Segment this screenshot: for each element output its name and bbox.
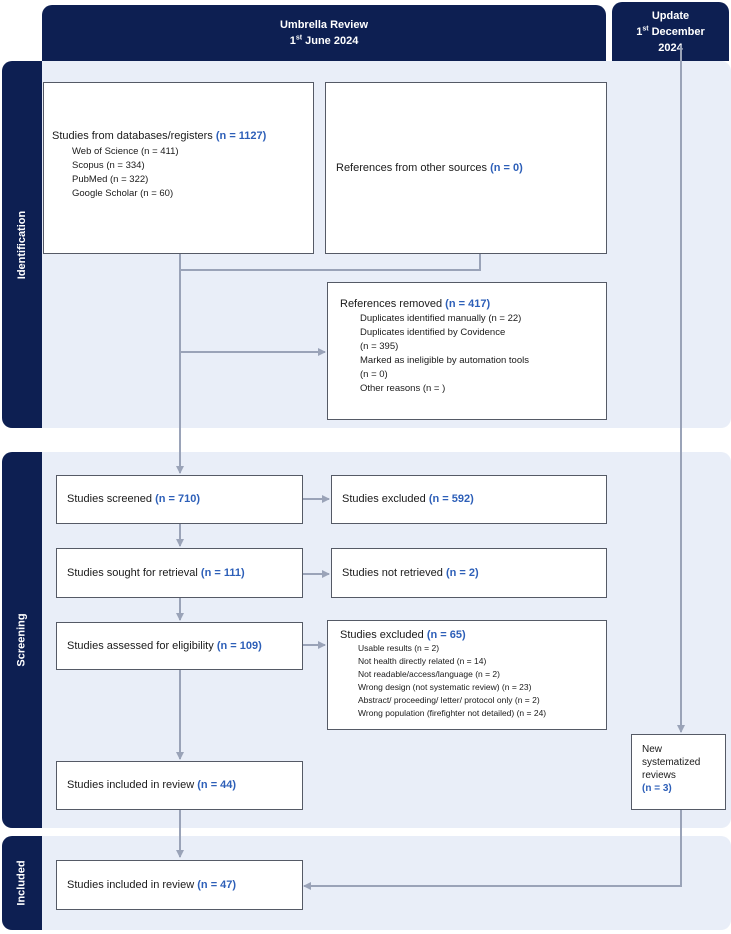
studies-assessed-count: (n = 109) <box>216 639 262 652</box>
screening-label: Screening <box>2 452 42 828</box>
databases-title: Studies from databases/registers (n = 11… <box>52 130 267 142</box>
removed-item: Marked as ineligible by automation tools <box>360 355 529 366</box>
exclusion-reason: Abstract/ proceeding/ letter/ protocol o… <box>358 695 540 705</box>
included-label: Included <box>2 836 42 930</box>
source-item: Google Scholar (n = 60) <box>72 188 174 199</box>
source-item: PubMed (n = 322) <box>72 174 149 185</box>
exclusion-reason: Wrong population (firefighter not detail… <box>358 708 547 718</box>
update-title: Update <box>651 9 690 22</box>
other-sources-title: References from other sources (n = 0) <box>336 161 523 174</box>
removed-item: Duplicates identified by Covidence <box>360 327 506 338</box>
databases-sources: Web of Science (n = 411) Scopus (n = 334… <box>52 145 305 201</box>
removed-item: (n = 395) <box>360 341 399 352</box>
studies-excluded-eligibility-box: Studies excluded (n = 65) Usable results… <box>327 620 607 730</box>
exclusion-reason: Usable results (n = 2) <box>358 643 440 653</box>
exclusion-reason: Not readable/access/language (n = 2) <box>358 669 500 679</box>
removed-items: Duplicates identified manually (n = 22) … <box>340 312 598 396</box>
studies-not-retrieved-box: Studies not retrieved (n = 2) <box>331 548 607 598</box>
excluded-eligibility-items: Usable results (n = 2) Not health direct… <box>340 642 598 720</box>
studies-sought-box: Studies sought for retrieval (n = 111) <box>56 548 303 598</box>
exclusion-reason: Wrong design (not systematic review) (n … <box>358 682 532 692</box>
studies-excluded-count: (n = 592) <box>428 493 474 505</box>
studies-screened-count: (n = 710) <box>155 493 200 505</box>
references-removed-box: References removed (n = 417) Duplicates … <box>327 282 607 420</box>
final-included-label: Studies included in review <box>67 878 195 891</box>
studies-assessed-label: Studies assessed for eligibility <box>67 639 214 652</box>
new-reviews-box: New systematized reviews (n = 3) <box>631 734 726 810</box>
final-included-count: (n = 47) <box>197 878 237 891</box>
studies-excluded-screen-box: Studies excluded (n = 592) <box>331 475 607 524</box>
excluded-eligibility-title: Studies excluded (n = 65) <box>340 629 466 641</box>
studies-sought-label: Studies sought for retrieval <box>67 566 198 579</box>
exclusion-reason: Not health directly related (n = 14) <box>358 656 487 666</box>
final-included-box: Studies included in review (n = 47) <box>56 860 303 910</box>
source-item: Web of Science (n = 411) <box>72 146 179 157</box>
included-review-label: Studies included in review <box>67 779 195 791</box>
umbrella-review-date: 1st June 2024 <box>289 34 359 47</box>
source-item: Scopus (n = 334) <box>72 160 145 171</box>
update-year: 2024 <box>658 41 683 54</box>
other-sources-box: References from other sources (n = 0) <box>325 82 607 254</box>
references-removed-title: References removed (n = 417) <box>340 298 491 310</box>
studies-screened-label: Studies screened <box>67 493 152 505</box>
not-retrieved-label: Studies not retrieved <box>342 566 443 579</box>
removed-item: Other reasons (n = ) <box>360 383 446 394</box>
new-reviews-count: (n = 3) <box>642 783 672 794</box>
new-reviews-line1: New <box>642 744 663 755</box>
not-retrieved-count: (n = 2) <box>445 566 479 579</box>
new-reviews-line3: reviews <box>642 770 676 781</box>
studies-included-review-box: Studies included in review (n = 44) <box>56 761 303 810</box>
new-reviews-line2: systematized <box>642 757 701 768</box>
studies-excluded-label: Studies excluded <box>342 493 426 505</box>
studies-sought-count: (n = 111) <box>200 566 245 579</box>
removed-item: (n = 0) <box>360 369 388 380</box>
studies-screened-box: Studies screened (n = 710) <box>56 475 303 524</box>
update-date: 1st December <box>636 24 705 38</box>
included-review-count: (n = 44) <box>197 779 237 791</box>
umbrella-review-title: Umbrella Review <box>279 19 369 31</box>
umbrella-review-header: Umbrella Review 1st June 2024 <box>42 5 606 61</box>
identification-label: Identification <box>2 61 42 428</box>
update-header: Update 1st December 2024 <box>612 2 729 61</box>
databases-box: Studies from databases/registers (n = 11… <box>43 82 314 254</box>
removed-item: Duplicates identified manually (n = 22) <box>360 313 522 324</box>
studies-assessed-box: Studies assessed for eligibility (n = 10… <box>56 622 303 670</box>
